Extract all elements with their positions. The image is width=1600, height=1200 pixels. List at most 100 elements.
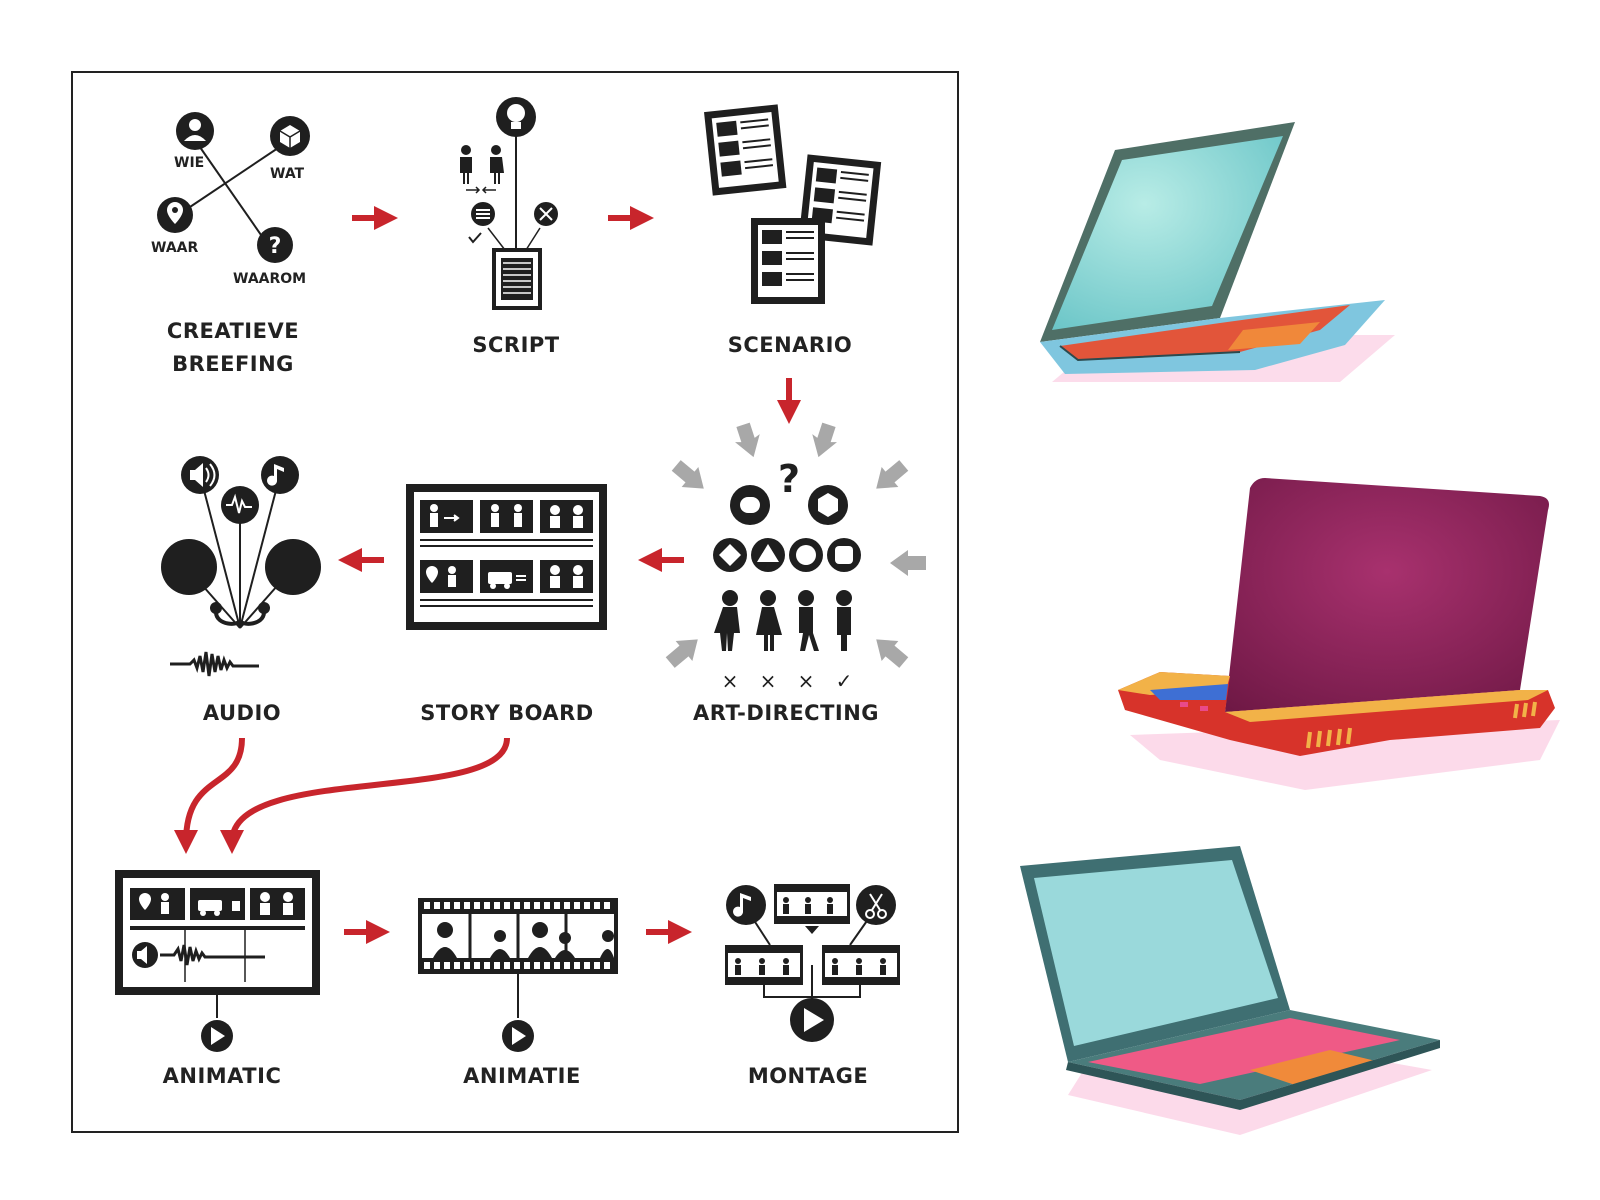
step-label-creatieve-2: BREEFING: [172, 352, 294, 376]
speaker-icon: [181, 456, 219, 494]
film-sprocket-hole: [604, 962, 610, 969]
animatie-icon: [418, 898, 618, 1052]
step-label-animatic: ANIMATIC: [163, 1064, 282, 1088]
film-sprocket-hole: [484, 962, 490, 969]
headphone-left: [161, 539, 217, 595]
film-sprocket-hole: [474, 962, 480, 969]
film-sprocket-hole: [554, 902, 560, 909]
film-sprocket-hole: [534, 902, 540, 909]
montage-icon: [725, 884, 900, 1042]
film-sprocket-hole: [544, 902, 550, 909]
animatic-play-icon: [201, 1020, 233, 1052]
animatie-play-icon: [502, 1020, 534, 1052]
film-sprocket-hole: [444, 962, 450, 969]
scissors-icon: [856, 885, 896, 925]
film-sprocket-hole: [494, 902, 500, 909]
person-icon: [176, 112, 214, 150]
music-note-icon: [261, 456, 299, 494]
film-sprocket-hole: [544, 962, 550, 969]
film-sprocket-hole: [524, 962, 530, 969]
flow-arrow-6: [174, 737, 245, 854]
shape-options: [713, 538, 861, 572]
film-sprocket-hole: [484, 902, 490, 909]
film-sprocket-hole: [584, 902, 590, 909]
svg-text:×: ×: [722, 669, 739, 693]
film-sprocket-hole: [494, 962, 500, 969]
svg-text:×: ×: [760, 669, 777, 693]
film-sprocket-hole: [574, 902, 580, 909]
waveform-icon: [221, 486, 259, 524]
dialogue-icon: [468, 202, 506, 251]
film-sprocket-hole: [424, 962, 430, 969]
film-sprocket-hole: [534, 962, 540, 969]
film-sprocket-hole: [464, 902, 470, 909]
film-sprocket-hole: [514, 902, 520, 909]
headphone-right: [265, 539, 321, 595]
montage-strip-top: [774, 884, 850, 934]
film-sprocket-hole: [444, 902, 450, 909]
laptop-illustration-2: [1118, 478, 1560, 790]
briefing-who-label: WIE: [174, 155, 204, 171]
characters-icon: [460, 145, 504, 194]
lightbulb-icon: [496, 97, 536, 137]
character-options: × × × ✓: [714, 590, 852, 693]
film-sprocket-hole: [524, 902, 530, 909]
film-sprocket-hole: [564, 962, 570, 969]
briefing-why-label: WAAROM: [233, 271, 306, 287]
script-page-icon: [492, 248, 542, 310]
film-sprocket-hole: [554, 962, 560, 969]
film-sprocket-hole: [454, 902, 460, 909]
cube-icon: [270, 116, 310, 156]
step-label-montage: MONTAGE: [748, 1064, 868, 1088]
film-sprocket-hole: [604, 902, 610, 909]
briefing-where-label: WAAR: [151, 240, 198, 256]
film-sprocket-hole: [424, 902, 430, 909]
film-sprocket-hole: [434, 902, 440, 909]
film-sprocket-hole: [464, 962, 470, 969]
svg-text:✓: ✓: [836, 669, 853, 693]
question-mark: ?: [778, 457, 800, 501]
film-sprocket-hole: [434, 962, 440, 969]
step-label-audio: AUDIO: [203, 701, 281, 725]
step-label-creatieve-1: CREATIEVE: [167, 319, 299, 343]
montage-strip-right: [822, 945, 900, 985]
film-sprocket-hole: [474, 902, 480, 909]
music-note-icon-montage: [726, 885, 766, 925]
briefing-what-label: WAT: [270, 166, 305, 182]
animatic-icon: [115, 870, 320, 1052]
step-label-art-directing: ART-DIRECTING: [693, 701, 879, 725]
script-icon: [460, 97, 558, 310]
option-icons-top: [730, 485, 848, 525]
question-icon: ?: [257, 227, 293, 263]
briefing-icon: WIE WAT WAAR ? WAAROM: [151, 112, 310, 287]
svg-text:×: ×: [798, 669, 815, 693]
scenario-page-3: [751, 218, 825, 304]
location-pin-icon: [157, 197, 193, 233]
rejected-icon: [525, 202, 558, 251]
step-label-story-board: STORY BOARD: [420, 701, 594, 725]
svg-text:?: ?: [269, 234, 282, 259]
montage-play-icon: [790, 998, 834, 1042]
laptop-illustration-1: [1040, 122, 1395, 382]
film-sprocket-hole: [504, 962, 510, 969]
montage-strip-left: [725, 945, 803, 985]
laptop-illustration-3: [1020, 846, 1440, 1135]
flow-arrow-7: [220, 737, 510, 854]
film-sprocket-hole: [514, 962, 520, 969]
step-label-script: SCRIPT: [472, 333, 559, 357]
audio-waveform: [170, 651, 259, 677]
audio-icon: [161, 456, 321, 677]
incoming-grey-arrows: [665, 422, 926, 668]
art-directing-icon: ?: [665, 422, 926, 693]
scenario-icon: [704, 104, 882, 304]
storyboard-icon: [406, 484, 607, 630]
film-sprocket-hole: [574, 962, 580, 969]
step-label-animatie: ANIMATIE: [463, 1064, 581, 1088]
scenario-page-1: [704, 104, 787, 196]
film-sprocket-hole: [584, 962, 590, 969]
film-sprocket-hole: [454, 962, 460, 969]
film-sprocket-hole: [564, 902, 570, 909]
step-label-scenario: SCENARIO: [728, 333, 853, 357]
